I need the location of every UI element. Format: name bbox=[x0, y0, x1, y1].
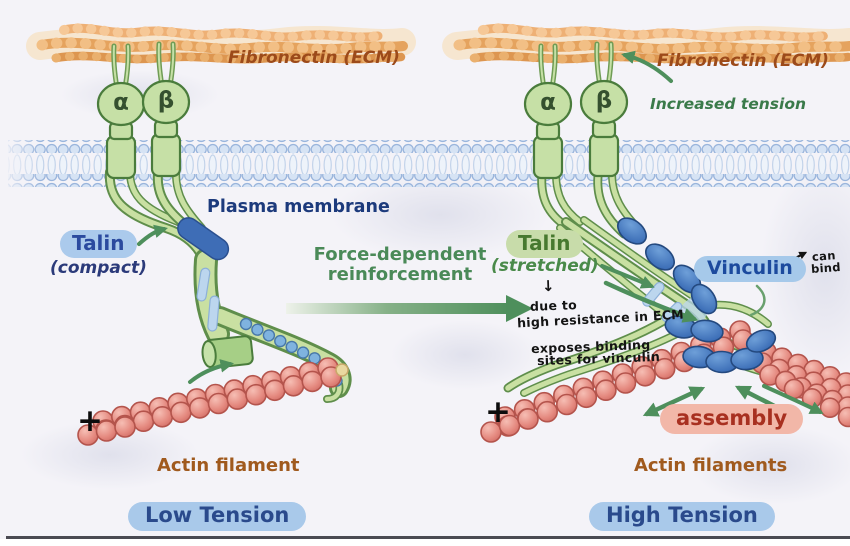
talin-stretched-state: (stretched) bbox=[491, 256, 599, 276]
bottom-border-line bbox=[6, 536, 850, 539]
actin-bead bbox=[837, 406, 850, 428]
actin-bead bbox=[819, 397, 841, 419]
actin-bead bbox=[263, 379, 286, 402]
integrin-beta-letter-left: β bbox=[157, 87, 175, 114]
actin-bead bbox=[207, 392, 230, 415]
handwritten-down-arrow: ↓ bbox=[541, 276, 556, 296]
actin-filament-label-left: Actin filament bbox=[157, 455, 300, 476]
high-tension-badge: High Tension bbox=[589, 502, 775, 531]
talin-bead bbox=[285, 340, 298, 354]
actin-capping-bead bbox=[335, 363, 349, 377]
vinculin-molecules bbox=[617, 217, 777, 374]
integrin-beta-letter-right: β bbox=[595, 87, 613, 114]
talin-stretched-badge: Talin bbox=[506, 230, 583, 258]
talin-compact-state: (compact) bbox=[50, 258, 147, 278]
actin-bead bbox=[245, 383, 267, 406]
actin-bead bbox=[301, 370, 324, 393]
fold-arrow bbox=[188, 359, 235, 384]
actin-bead bbox=[189, 397, 211, 419]
talin-rod-domain-blue bbox=[177, 217, 230, 261]
vinculin-pointer-curve bbox=[749, 284, 766, 317]
talin-bead bbox=[274, 334, 287, 348]
talin-bead bbox=[251, 323, 264, 336]
stretch-arrow-1 bbox=[600, 264, 655, 289]
green-arrows bbox=[137, 50, 824, 419]
actin-bead bbox=[151, 405, 174, 428]
actin-bead bbox=[595, 379, 617, 402]
handwritten-note-due-to: due to bbox=[529, 297, 578, 314]
actin-bead bbox=[517, 408, 539, 430]
assembly-badge: assembly bbox=[660, 404, 804, 434]
actin-plus-end-left: + bbox=[77, 403, 103, 439]
vinculin-badge: Vinculin bbox=[694, 256, 806, 282]
actin-bead bbox=[132, 410, 155, 433]
actin-bead bbox=[653, 357, 676, 380]
handwritten-note-bind: bind bbox=[810, 259, 842, 277]
actin-bead bbox=[575, 386, 598, 409]
talin-bead bbox=[239, 317, 253, 331]
increased-tension-label: Increased tension bbox=[650, 95, 807, 113]
actin-bead bbox=[614, 372, 637, 394]
actin-bead bbox=[170, 401, 192, 424]
actin-bead bbox=[282, 374, 305, 397]
ecm-pull-arrow bbox=[621, 50, 673, 83]
caption-line-2: reinforcement bbox=[327, 264, 473, 285]
actin-bead bbox=[555, 393, 578, 416]
actin-plus-end-right: + bbox=[485, 394, 511, 430]
force-dependent-arrow bbox=[286, 295, 533, 322]
actin-bead bbox=[536, 400, 559, 423]
actin-filaments-label-right: Actin filaments bbox=[634, 455, 788, 476]
assembly-arrow-edge bbox=[762, 384, 824, 414]
assembly-arrow-left bbox=[642, 386, 706, 417]
talin-head-cylinder bbox=[201, 335, 254, 369]
actin-filament-left bbox=[77, 357, 342, 446]
caption-line-1: Force-dependent bbox=[313, 244, 487, 265]
talin-bead bbox=[262, 329, 276, 342]
low-tension-badge: Low Tension bbox=[128, 502, 307, 531]
stretch-arrow-2 bbox=[603, 280, 699, 323]
fibronectin-label-left: Fibronectin (ECM) bbox=[228, 48, 400, 68]
fibronectin-label-right: Fibronectin (ECM) bbox=[657, 51, 829, 71]
talin-label-arrow bbox=[137, 224, 168, 246]
plasma-membrane-bilayer bbox=[0, 138, 850, 190]
actin-bead bbox=[634, 364, 656, 387]
force-dependent-caption: Force-dependent reinforcement bbox=[308, 245, 492, 285]
actin-bead bbox=[114, 416, 136, 438]
integrin-alpha-letter-left: α bbox=[113, 89, 129, 116]
actin-bead bbox=[226, 388, 249, 410]
talin-compact-badge: Talin bbox=[60, 230, 137, 258]
plasma-membrane-label: Plasma membrane bbox=[207, 197, 390, 217]
talin-bead bbox=[296, 346, 310, 359]
bottom-white-strip bbox=[0, 539, 850, 546]
integrin-alpha-letter-right: α bbox=[540, 89, 556, 116]
